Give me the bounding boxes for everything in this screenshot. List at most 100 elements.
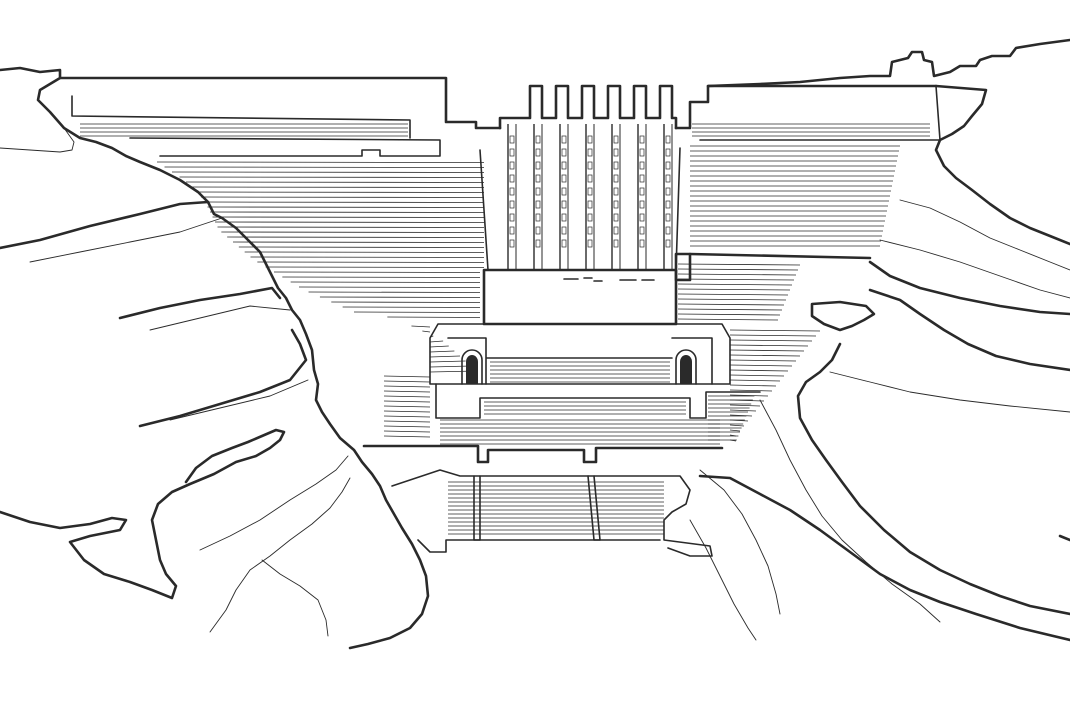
dam-course-line [227, 236, 485, 238]
tower-window [587, 135, 593, 144]
tower-window [639, 174, 645, 183]
right-hills [689, 38, 1070, 642]
tower-window [535, 135, 541, 144]
dam-course-line [729, 379, 781, 382]
left-ridge-5 [138, 328, 308, 428]
dam-course-line [677, 273, 797, 276]
dam-course-line [383, 430, 431, 433]
dam-course-line [429, 365, 472, 368]
tower-window [587, 161, 593, 170]
dam-course-line [383, 395, 431, 398]
dam-course-line [265, 266, 485, 268]
dam-course-line [383, 390, 431, 393]
dam-course-line [308, 291, 481, 293]
dam-course-line [185, 181, 485, 183]
right-edge-tick [1058, 534, 1070, 542]
dam-course-line [290, 281, 481, 283]
left-ridge-top [0, 127, 75, 153]
tower-window [587, 148, 593, 157]
powerhouse-block [482, 268, 678, 326]
dam-course-line [244, 251, 485, 253]
tower-window [561, 213, 567, 222]
tower-window [613, 148, 619, 157]
spillway-right-wall [675, 147, 681, 271]
dam-course-line [383, 375, 431, 378]
dam-course-line [383, 425, 431, 428]
tower-window [665, 135, 671, 144]
dam-course-line [729, 384, 777, 387]
tower-window [639, 226, 645, 235]
left-ridge-4 [149, 305, 291, 331]
tower-window [535, 226, 541, 235]
right-crest-wall [699, 85, 941, 141]
left-crest-outline [58, 76, 502, 130]
dam-course-line [282, 276, 481, 278]
tower-window [613, 200, 619, 209]
left-dam-courses [80, 123, 485, 438]
tower-window [639, 148, 645, 157]
dam-course-line [429, 345, 449, 348]
left-ridge-2 [29, 217, 223, 263]
dam-course-line [729, 354, 801, 357]
left-cliff-edge [0, 66, 430, 650]
dam-course-line [387, 316, 481, 318]
dam-course-line [204, 201, 485, 203]
dam-course-line [729, 404, 761, 407]
tower-window [613, 239, 619, 248]
dam-course-line [677, 288, 791, 291]
right-skyline [706, 38, 1070, 88]
tower-window [587, 226, 593, 235]
dam-course-line [729, 349, 805, 352]
tower-window [639, 239, 645, 248]
dam-course-line [383, 435, 431, 438]
tailrace-outline [391, 469, 713, 557]
gate-doorways [461, 349, 697, 385]
right-dam-courses [677, 123, 930, 442]
dam-course-line [257, 261, 485, 263]
dam-course-line [729, 364, 793, 367]
tower-window [639, 200, 645, 209]
dam-course-line [729, 369, 789, 372]
dam-course-line [729, 394, 769, 397]
right-mid-ridge-2 [879, 239, 1070, 299]
dam-course-line [429, 335, 434, 338]
dam-course-line [319, 296, 481, 298]
tower-window [509, 148, 515, 157]
right-face-edge [688, 252, 872, 260]
tower-window [613, 213, 619, 222]
tower-window [665, 239, 671, 248]
dam-course-line [179, 176, 485, 178]
left-doorway-fill [466, 355, 478, 384]
dam-course-line [677, 278, 795, 281]
tower-window [613, 135, 619, 144]
tower-window [535, 200, 541, 209]
powerhouse-slots [563, 277, 655, 282]
tower-window [561, 200, 567, 209]
dam-course-line [156, 161, 485, 163]
dam-course-line [238, 246, 485, 248]
tower-window [509, 161, 515, 170]
left-lower-ridge-2 [209, 477, 351, 633]
tower-window [535, 148, 541, 157]
dam-course-line [729, 424, 745, 427]
right-lower-ridge-2 [759, 399, 941, 623]
dam-course-line [212, 216, 485, 218]
dam-course-line [221, 231, 485, 233]
right-cliff-edge [934, 84, 1070, 246]
tower-window [665, 187, 671, 196]
dam-course-line [171, 171, 485, 173]
dam-course-line [383, 385, 431, 388]
dam-course-line [164, 166, 485, 168]
dam-course-line [677, 308, 783, 311]
tower-window [665, 200, 671, 209]
left-doorway [461, 349, 483, 385]
dam-course-line [383, 405, 431, 408]
left-lower-ridge-1 [199, 455, 349, 551]
tailrace-bottom [417, 539, 661, 553]
dam-course-line [677, 303, 785, 306]
tower-window [665, 226, 671, 235]
tower-window [561, 226, 567, 235]
dam-course-line [411, 325, 431, 328]
